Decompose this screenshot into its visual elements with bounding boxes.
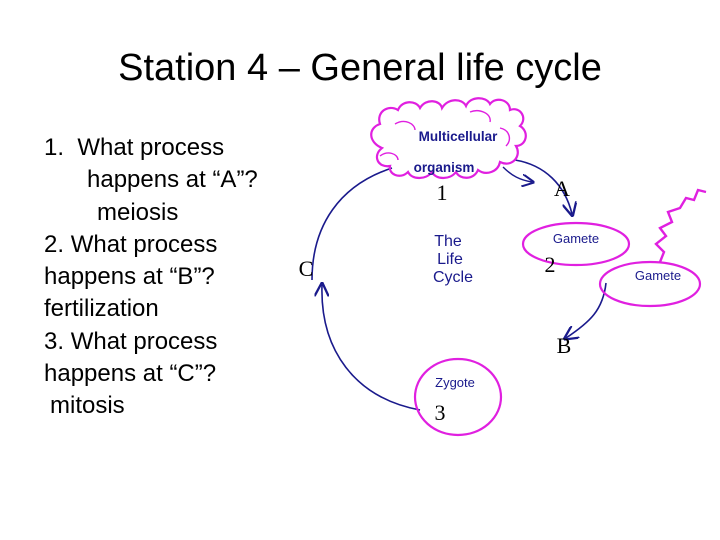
- center-label-line3: Cycle: [433, 269, 473, 286]
- answer-1: meiosis: [97, 198, 179, 226]
- process-label-a: A: [554, 176, 570, 201]
- gamete-1-outline: [521, 221, 631, 267]
- question-3: 3. What process: [44, 326, 344, 358]
- question-2-line2: happens at “B”?: [44, 263, 215, 291]
- life-cycle-center-label: The Life Cycle: [433, 233, 473, 286]
- zygote-outline: [413, 357, 503, 437]
- organism-label-line1: Multicellular: [419, 129, 499, 144]
- center-label-line1: The: [434, 233, 462, 250]
- organism-label-line2: organism: [414, 160, 475, 175]
- gamete-2-label: Gamete: [635, 268, 681, 283]
- zygote: Zygote 3: [413, 357, 503, 437]
- question-list: 1. What process happens at “A”? meiosis …: [44, 132, 344, 423]
- zygote-number: 3: [435, 400, 446, 425]
- arrow-a: [514, 159, 572, 214]
- arrow-c: [322, 285, 421, 411]
- gamete-1: Gamete 2: [521, 221, 631, 277]
- gamete-1-number: 2: [545, 252, 556, 277]
- organism-cell-cluster: [370, 97, 527, 180]
- question-2-line1: What process: [70, 230, 218, 258]
- question-2-number: 2.: [44, 230, 65, 258]
- question-1-line2: happens at “A”?: [87, 166, 258, 194]
- organism-number: 1: [437, 180, 448, 205]
- answer-2: fertilization: [44, 295, 159, 323]
- question-2: 2. What process: [44, 229, 344, 261]
- arrow-b: [566, 282, 607, 338]
- gamete-1-label: Gamete: [553, 231, 599, 246]
- multicellular-organism: Multicellular organism 1: [370, 97, 527, 205]
- cycle-arc-left: [311, 167, 393, 281]
- question-1: 1. What process: [44, 132, 344, 164]
- arrow-organism: [502, 166, 532, 182]
- process-label-c: C: [299, 256, 314, 281]
- sperm-tail: [654, 188, 707, 263]
- answer-3: mitosis: [50, 392, 125, 420]
- center-label-line2: Life: [437, 251, 463, 268]
- question-3-line2: happens at “C”?: [44, 360, 217, 388]
- organism-inner-cells: [379, 110, 511, 161]
- slide-title: Station 4 – General life cycle: [118, 47, 602, 89]
- question-1-number: 1.: [44, 134, 65, 161]
- gamete-2-outline: [598, 260, 702, 308]
- question-1-line1: What process: [77, 134, 225, 161]
- process-label-b: B: [557, 333, 572, 358]
- zygote-label: Zygote: [435, 375, 475, 390]
- question-3-number: 3.: [44, 327, 65, 355]
- question-3-line1: What process: [70, 327, 218, 355]
- gamete-2: Gamete: [598, 188, 707, 308]
